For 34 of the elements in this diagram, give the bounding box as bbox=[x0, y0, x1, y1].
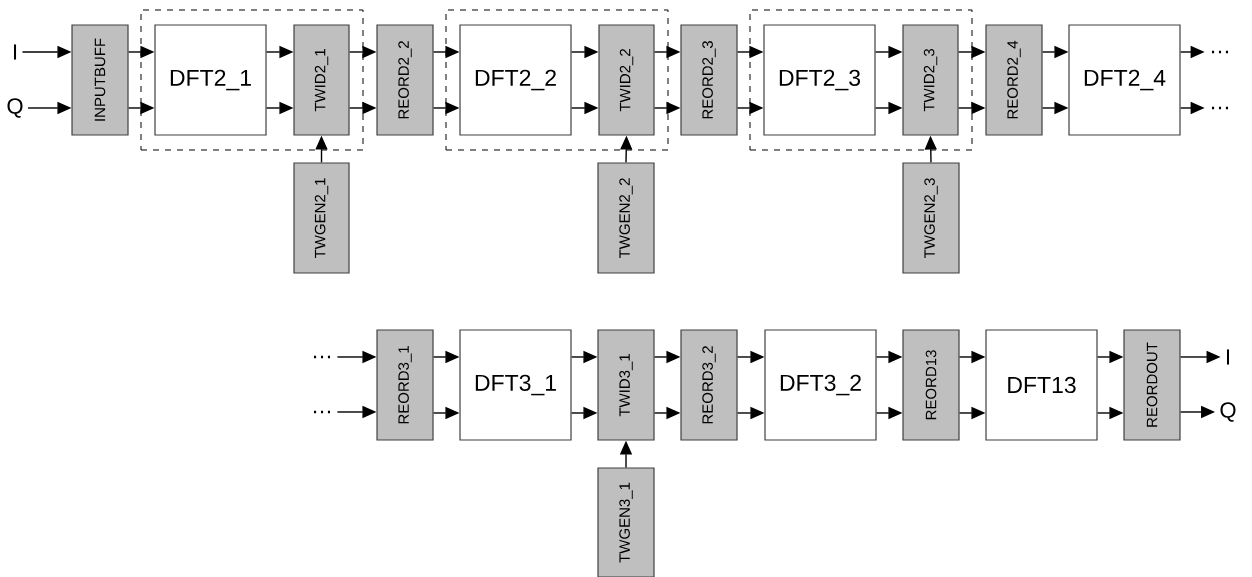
twiddle-generator-block: TWGEN2_3 bbox=[902, 162, 960, 274]
ellipsis: … bbox=[314, 355, 330, 359]
processing-block: TWID2_1 bbox=[293, 24, 350, 136]
processing-block: REORD2_4 bbox=[985, 24, 1043, 136]
processing-block: REORD3_2 bbox=[680, 329, 738, 441]
twiddle-generator-block: TWGEN2_1 bbox=[293, 162, 350, 274]
dft-block: DFT3_1 bbox=[459, 329, 572, 441]
processing-block: TWID2_2 bbox=[598, 24, 655, 136]
ellipsis: … bbox=[314, 410, 330, 414]
processing-block: REORD2_3 bbox=[680, 24, 738, 136]
dashed-group-frame bbox=[140, 9, 364, 151]
dashed-group-frame bbox=[445, 9, 669, 151]
processing-block: REORD2_2 bbox=[376, 24, 434, 136]
dft-block: DFT2_3 bbox=[763, 24, 876, 136]
signal-label: Q bbox=[1220, 402, 1236, 422]
ellipsis: … bbox=[1212, 106, 1228, 110]
processing-block: TWID2_3 bbox=[902, 24, 959, 136]
dft-block: DFT13 bbox=[985, 329, 1098, 441]
twiddle-generator-block: TWGEN2_2 bbox=[597, 162, 655, 274]
dft-block: DFT3_2 bbox=[764, 329, 877, 441]
ellipsis: … bbox=[1212, 50, 1228, 54]
signal-label: I bbox=[1227, 349, 1230, 365]
processing-block: INPUTBUFF bbox=[71, 24, 129, 136]
processing-block: REORD3_1 bbox=[376, 329, 434, 441]
processing-block: REORDOUT bbox=[1123, 329, 1181, 441]
dft-block: DFT2_1 bbox=[154, 24, 267, 136]
twiddle-generator-block: TWGEN3_1 bbox=[597, 467, 655, 577]
processing-block: REORD13 bbox=[902, 329, 960, 441]
dft-block: DFT2_4 bbox=[1068, 24, 1181, 136]
signal-label: I bbox=[14, 44, 17, 60]
dft-block: DFT2_2 bbox=[459, 24, 572, 136]
processing-block: TWID3_1 bbox=[597, 329, 655, 441]
dashed-group-frame bbox=[749, 9, 973, 151]
signal-label: Q bbox=[7, 98, 23, 118]
